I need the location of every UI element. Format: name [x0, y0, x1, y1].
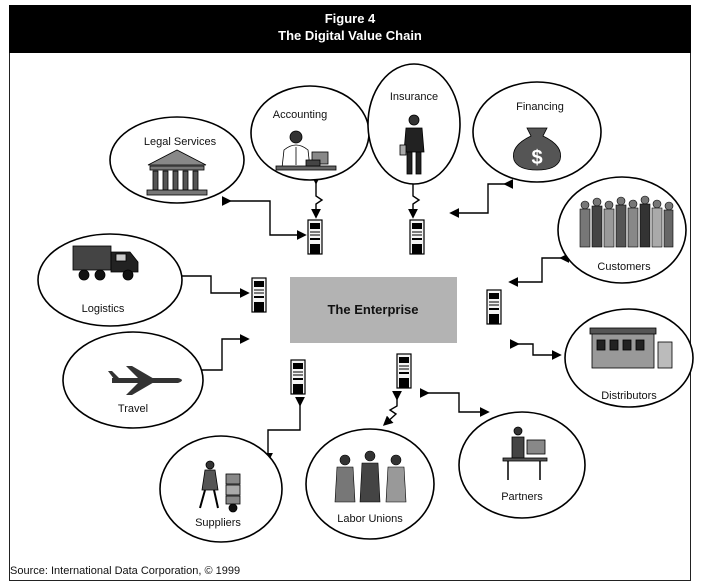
node-label-travel: Travel — [118, 403, 148, 415]
server-terminal-icon — [251, 277, 267, 313]
node-label-partners: Partners — [501, 491, 543, 503]
accountant-icon — [275, 130, 337, 171]
businessman-icon — [399, 114, 425, 175]
figure-header: Figure 4 The Digital Value Chain — [9, 5, 691, 53]
enterprise-label: The Enterprise — [327, 302, 418, 317]
node-ellipse-partners — [458, 411, 586, 519]
connector-financing — [449, 179, 513, 218]
node-label-distributors: Distributors — [601, 390, 657, 402]
node-label-logistics: Logistics — [82, 303, 125, 315]
group-icon — [334, 450, 407, 503]
hand-truck-icon — [199, 460, 241, 513]
server-terminal-icon — [409, 219, 425, 255]
node-label-legal: Legal Services — [144, 136, 217, 148]
storefront-icon — [589, 327, 673, 369]
server-terminal-icon — [396, 353, 412, 389]
money-bag-icon: $ — [512, 127, 562, 171]
server-terminal-icon — [307, 219, 323, 255]
connector-suppliers — [263, 397, 305, 463]
node-label-labor: Labor Unions — [337, 513, 403, 525]
node-ellipse-suppliers — [159, 435, 283, 543]
airplane-icon — [108, 366, 182, 395]
connector-distributors — [510, 339, 562, 360]
server-terminal-icon — [486, 289, 502, 325]
figure-title: The Digital Value Chain — [278, 28, 422, 43]
connector-partners — [420, 388, 490, 417]
connector-accounting — [311, 175, 324, 219]
connector-legal — [222, 196, 307, 240]
node-label-insurance: Insurance — [390, 91, 438, 103]
truck-icon — [72, 245, 139, 281]
connector-logistics — [171, 271, 250, 298]
server-terminal-icon — [290, 359, 306, 395]
connector-customers — [508, 253, 569, 287]
office-worker-icon — [502, 426, 548, 480]
node-label-financing: Financing — [516, 101, 564, 113]
connector-travel — [191, 334, 250, 375]
crowd-icon — [579, 195, 674, 248]
node-label-accounting: Accounting — [273, 109, 327, 121]
source-caption: Source: International Data Corporation, … — [10, 565, 241, 577]
node-label-customers: Customers — [597, 261, 651, 273]
enterprise-box: The Enterprise — [290, 277, 457, 343]
courthouse-icon — [146, 149, 208, 196]
connector-labor — [382, 391, 402, 426]
connectors — [171, 175, 569, 463]
connector-insurance — [408, 176, 421, 219]
svg-text:$: $ — [531, 147, 542, 169]
figure-number: Figure 4 — [324, 11, 376, 26]
node-label-suppliers: Suppliers — [195, 517, 241, 529]
